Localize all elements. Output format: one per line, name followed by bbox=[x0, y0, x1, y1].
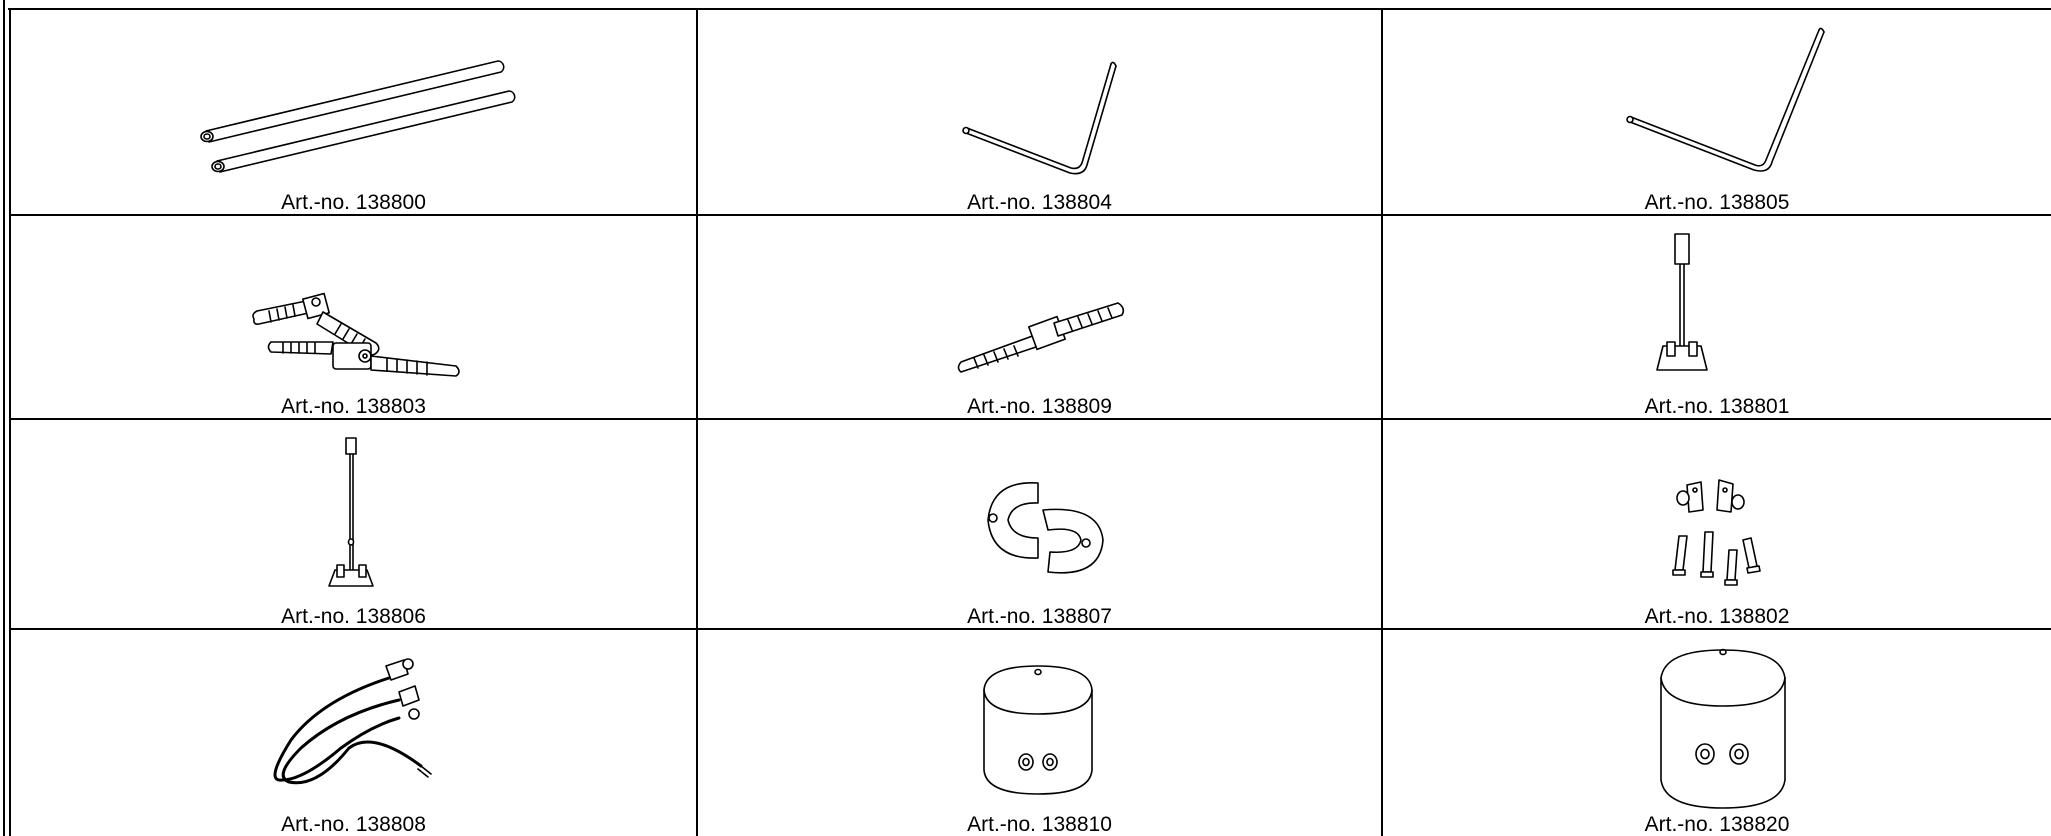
angled-connectors-icon bbox=[252, 292, 460, 377]
art-no-label: Art.-no. 138802 bbox=[1644, 605, 1790, 628]
cylinder-small-icon bbox=[983, 665, 1093, 795]
frame-left-inner bbox=[9, 8, 11, 836]
clamps-and-sleeves-icon bbox=[1672, 479, 1761, 586]
part-cell-138801: Art.-no. 138801 bbox=[1383, 216, 2051, 418]
tubes-icon bbox=[200, 60, 516, 173]
bent-rod-large-icon bbox=[1626, 27, 1825, 172]
row-divider-1 bbox=[10, 214, 2051, 216]
tall-stand-icon bbox=[328, 437, 374, 587]
part-cell-138807: Art.-no. 138807 bbox=[698, 420, 1381, 628]
col-divider-1 bbox=[696, 8, 698, 836]
art-no-label: Art.-no. 138808 bbox=[281, 813, 426, 836]
straight-connector-icon bbox=[957, 302, 1125, 373]
part-cell-138808: Art.-no. 138808 bbox=[11, 630, 696, 836]
part-cell-138820: Art.-no. 138820 bbox=[1383, 630, 2051, 836]
art-no-label: Art.-no. 138807 bbox=[967, 605, 1112, 628]
art-no-label: Art.-no. 138809 bbox=[967, 395, 1112, 418]
cylinder-large-icon bbox=[1660, 648, 1786, 809]
art-no-label: Art.-no. 138804 bbox=[967, 191, 1112, 214]
art-no-label: Art.-no. 138820 bbox=[1644, 813, 1790, 836]
row-divider-3 bbox=[10, 628, 2051, 630]
bent-rod-small-icon bbox=[962, 61, 1117, 175]
frame-top bbox=[8, 8, 2051, 10]
art-no-label: Art.-no. 138801 bbox=[1644, 395, 1790, 418]
part-cell-138800: Art.-no. 138800 bbox=[11, 10, 696, 214]
part-cell-138805: Art.-no. 138805 bbox=[1383, 10, 2051, 214]
part-cell-138804: Art.-no. 138804 bbox=[698, 10, 1381, 214]
frame-left-outer bbox=[3, 0, 5, 836]
part-cell-138810: Art.-no. 138810 bbox=[698, 630, 1381, 836]
art-no-label: Art.-no. 138805 bbox=[1644, 191, 1790, 214]
part-cell-138802: Art.-no. 138802 bbox=[1383, 420, 2051, 628]
art-no-label: Art.-no. 138803 bbox=[281, 395, 426, 418]
row-divider-2 bbox=[10, 418, 2051, 420]
short-stand-icon bbox=[1656, 233, 1708, 371]
cable-leads-icon bbox=[273, 658, 432, 785]
art-no-label: Art.-no. 138806 bbox=[281, 605, 426, 628]
part-cell-138803: Art.-no. 138803 bbox=[11, 216, 696, 418]
col-divider-2 bbox=[1381, 8, 1383, 836]
u-magnets-icon bbox=[987, 482, 1104, 574]
art-no-label: Art.-no. 138810 bbox=[967, 813, 1112, 836]
part-cell-138809: Art.-no. 138809 bbox=[698, 216, 1381, 418]
art-no-label: Art.-no. 138800 bbox=[281, 191, 426, 214]
part-cell-138806: Art.-no. 138806 bbox=[11, 420, 696, 628]
